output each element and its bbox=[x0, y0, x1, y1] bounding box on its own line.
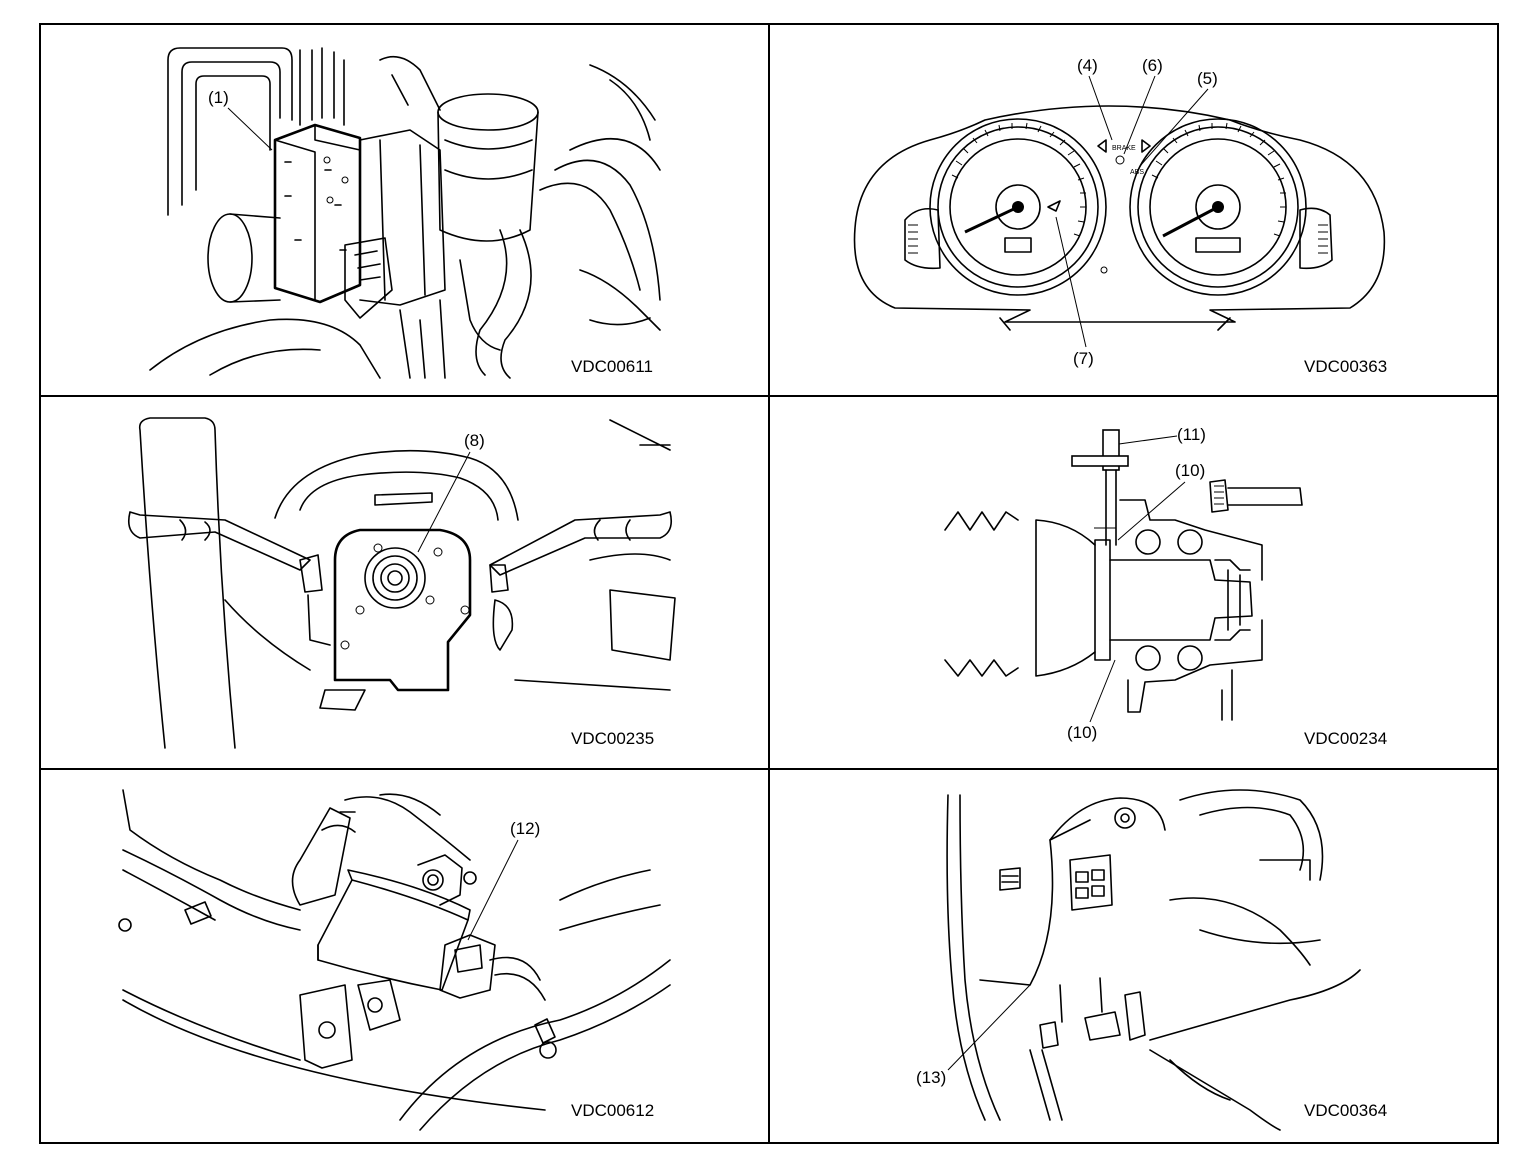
callout-10-lower: (10) bbox=[1067, 723, 1097, 742]
svg-text:BRAKE: BRAKE bbox=[1112, 145, 1136, 152]
leader-line-10-lower bbox=[1089, 659, 1116, 723]
figure-code: VDC00364 bbox=[1304, 1101, 1387, 1120]
panel-combination-meter: BRAKE ABS (4) (6) (5) (7) VDC00363 bbox=[853, 56, 1387, 376]
hub-cross-section-illustration bbox=[944, 429, 1303, 721]
callout-12: (12) bbox=[510, 819, 540, 838]
meter-illustration: BRAKE ABS bbox=[853, 105, 1386, 331]
leader-line-12 bbox=[467, 839, 519, 941]
panel-dashboard-lower: (13) VDC00364 bbox=[916, 789, 1387, 1131]
panel-steering-angle-sensor: (8) VDC00235 bbox=[127, 417, 676, 749]
leader-line-10-upper bbox=[1117, 481, 1186, 541]
figure-code: VDC00612 bbox=[571, 1101, 654, 1120]
panel-wheel-speed-sensor: (11) (10) (10) VDC00234 bbox=[944, 425, 1387, 748]
figure-code: VDC00234 bbox=[1304, 729, 1387, 748]
callout-11: (11) bbox=[1177, 425, 1206, 444]
callout-13: (13) bbox=[916, 1068, 946, 1087]
figure-code: VDC00235 bbox=[571, 729, 654, 748]
floor-sensor-illustration bbox=[118, 789, 671, 1131]
steering-column-illustration bbox=[127, 417, 676, 749]
callout-1: (1) bbox=[208, 88, 229, 107]
leader-line-8 bbox=[417, 451, 471, 553]
leader-line-6 bbox=[1123, 75, 1156, 155]
engine-bay-illustration bbox=[149, 47, 661, 379]
figure-code: VDC00611 bbox=[571, 357, 653, 376]
leader-line-1 bbox=[227, 107, 273, 151]
callout-4: (4) bbox=[1077, 56, 1098, 75]
callout-7: (7) bbox=[1073, 349, 1094, 368]
callout-5: (5) bbox=[1197, 69, 1218, 88]
panel-sensor-unit: (12) VDC00612 bbox=[118, 789, 671, 1131]
callout-10-upper: (10) bbox=[1175, 461, 1205, 480]
panel-hydraulic-unit: (1) VDC00611 bbox=[149, 47, 661, 379]
leader-line-13 bbox=[947, 984, 1031, 1071]
dashboard-illustration bbox=[946, 789, 1361, 1131]
figure-code: VDC00363 bbox=[1304, 357, 1387, 376]
callout-6: (6) bbox=[1142, 56, 1163, 75]
leader-line-5 bbox=[1139, 88, 1209, 167]
leader-line-11 bbox=[1118, 435, 1178, 445]
leader-line-7 bbox=[1055, 216, 1087, 348]
callout-8: (8) bbox=[464, 431, 485, 450]
leader-line-4 bbox=[1088, 75, 1113, 141]
svg-text:ABS: ABS bbox=[1130, 169, 1144, 176]
